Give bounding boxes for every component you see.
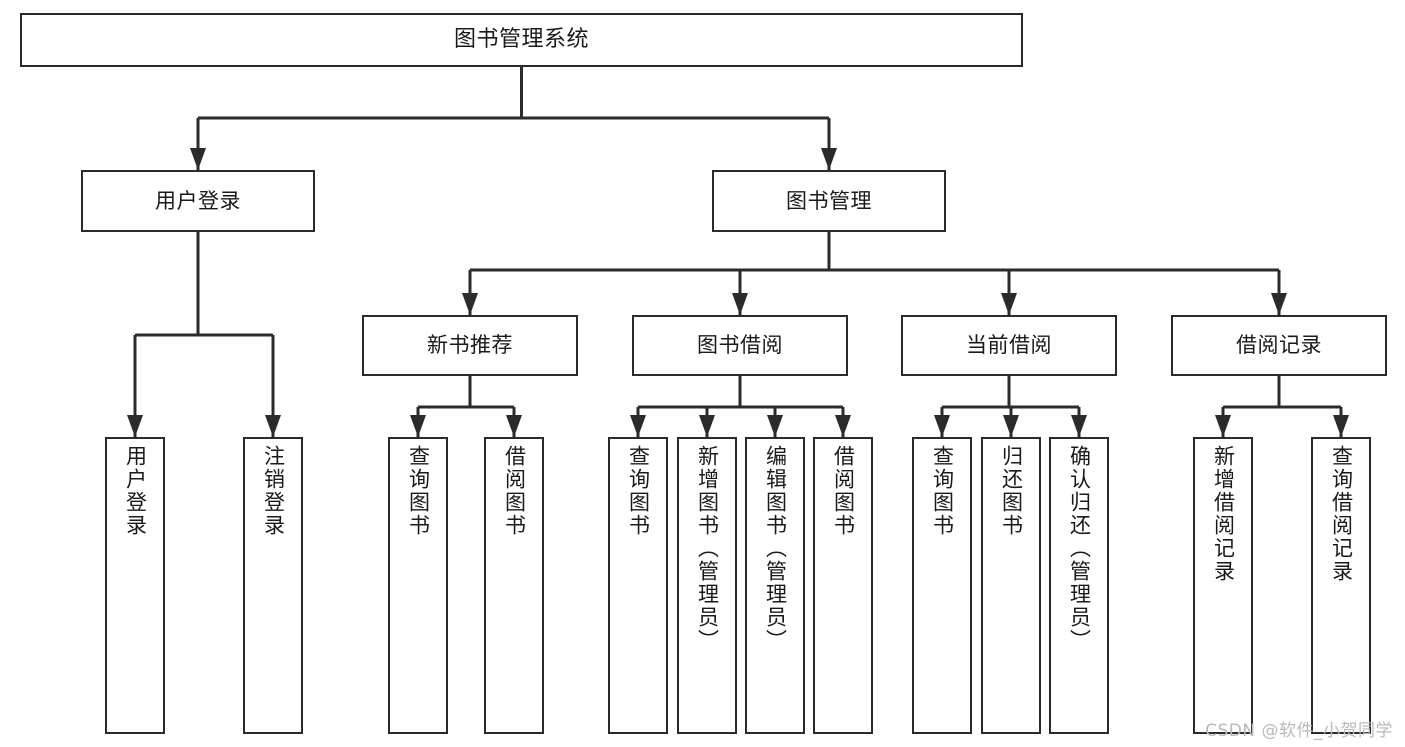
node-label: 图书借阅 — [697, 333, 783, 358]
edge-arrowhead — [127, 415, 143, 437]
node-l-query-book-2[interactable]: 查询图书 — [608, 437, 668, 734]
edge-arrowhead — [190, 148, 206, 170]
edge-arrowhead — [462, 293, 478, 315]
edge-arrowhead — [1215, 415, 1231, 437]
edge-arrowhead — [934, 415, 950, 437]
edge-arrowhead — [1003, 415, 1019, 437]
node-n-user-login[interactable]: 用户登录 — [81, 170, 315, 232]
edge-arrowhead — [1271, 293, 1287, 315]
node-label: 新增图书（管理员） — [695, 445, 720, 652]
node-label: 新增借阅记录 — [1211, 445, 1236, 583]
node-n-current-borrow[interactable]: 当前借阅 — [901, 315, 1117, 376]
edge-arrowhead — [1333, 415, 1349, 437]
edge-arrowhead — [821, 148, 837, 170]
node-label: 借阅图书 — [502, 445, 527, 537]
node-l-query-book-3[interactable]: 查询图书 — [912, 437, 972, 734]
node-l-user-logout[interactable]: 注销登录 — [243, 437, 303, 734]
node-l-add-record[interactable]: 新增借阅记录 — [1193, 437, 1253, 734]
node-label: 编辑图书（管理员） — [763, 445, 788, 652]
node-label: 图书管理系统 — [453, 27, 589, 53]
node-l-user-login[interactable]: 用户登录 — [105, 437, 165, 734]
node-l-edit-book[interactable]: 编辑图书（管理员） — [745, 437, 805, 734]
node-label: 用户登录 — [123, 445, 148, 537]
node-label: 用户登录 — [155, 188, 241, 213]
node-n-book-mgmt[interactable]: 图书管理 — [712, 170, 946, 232]
edge-arrowhead — [767, 415, 783, 437]
edge-arrowhead — [410, 415, 426, 437]
node-label: 借阅记录 — [1236, 333, 1322, 358]
edge-arrowhead — [699, 415, 715, 437]
edge-arrowhead — [265, 415, 281, 437]
node-label: 当前借阅 — [966, 333, 1052, 358]
node-l-add-book[interactable]: 新增图书（管理员） — [677, 437, 737, 734]
node-label: 查询图书 — [626, 445, 651, 537]
edge-arrowhead — [506, 415, 522, 437]
node-n-borrow-record[interactable]: 借阅记录 — [1171, 315, 1387, 376]
node-l-borrow-book-1[interactable]: 借阅图书 — [484, 437, 544, 734]
node-label: 归还图书 — [999, 445, 1024, 537]
edge-arrowhead — [835, 415, 851, 437]
node-l-query-book-1[interactable]: 查询图书 — [388, 437, 448, 734]
node-label: 查询图书 — [406, 445, 431, 537]
node-label: 借阅图书 — [831, 445, 856, 537]
node-l-return-book[interactable]: 归还图书 — [981, 437, 1041, 734]
node-label: 注销登录 — [261, 445, 286, 537]
node-label: 图书管理 — [786, 188, 872, 213]
node-n-book-borrow[interactable]: 图书借阅 — [632, 315, 848, 376]
node-l-query-record[interactable]: 查询借阅记录 — [1311, 437, 1371, 734]
node-n-new-book-rec[interactable]: 新书推荐 — [362, 315, 578, 376]
edge-arrowhead — [732, 293, 748, 315]
node-l-borrow-book-2[interactable]: 借阅图书 — [813, 437, 873, 734]
node-root[interactable]: 图书管理系统 — [20, 13, 1023, 67]
node-label: 查询图书 — [930, 445, 955, 537]
node-label: 新书推荐 — [427, 333, 513, 358]
edge-arrowhead — [630, 415, 646, 437]
node-label: 确认归还（管理员） — [1067, 445, 1092, 652]
edge-arrowhead — [1071, 415, 1087, 437]
node-label: 查询借阅记录 — [1329, 445, 1354, 583]
node-l-confirm-return[interactable]: 确认归还（管理员） — [1049, 437, 1109, 734]
edge-arrowhead — [1001, 293, 1017, 315]
